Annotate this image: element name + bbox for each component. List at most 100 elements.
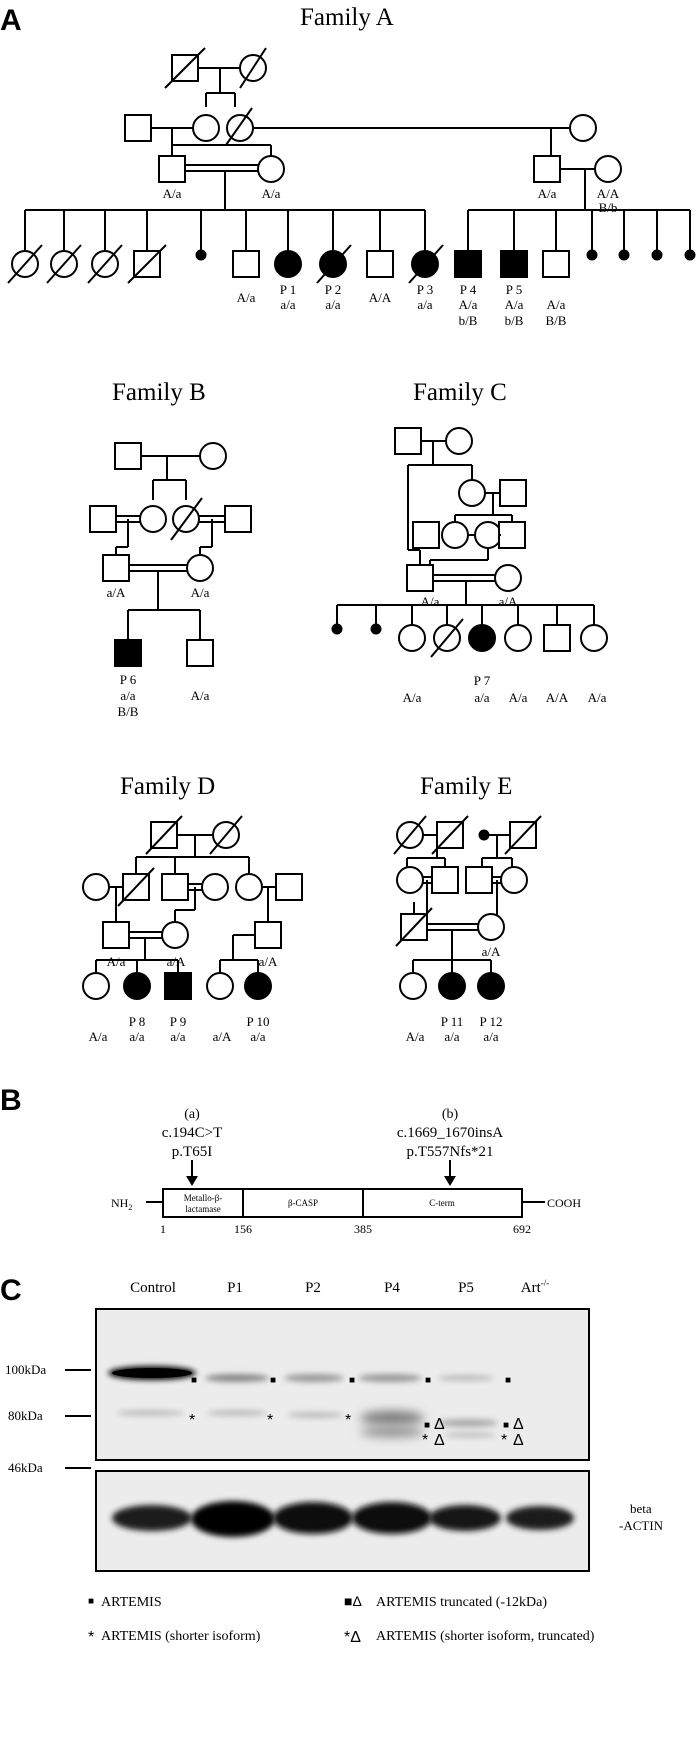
truncated-marker: Δ [434,1416,445,1433]
isoform-marker: * [345,1412,351,1429]
isoform-truncated-marker: Δ [434,1432,445,1449]
artemis-marker: ■ [270,1375,276,1386]
position-label: 156 [234,1222,252,1236]
family-a-gen2 [124,107,597,156]
actin-bands [112,1501,574,1537]
molecular-weight-markers: 100kDa 80kDa 46kDa [5,1362,91,1475]
genotype-label: a/A [482,944,501,959]
actin-label-line1: beta [630,1501,652,1516]
family-a-gen4-left [7,209,444,284]
protein-domain-metallo [162,1188,244,1218]
genotype-label: a/A [213,1029,232,1044]
panel-label-b: B [0,1084,22,1117]
panel-c: C Control P1 P2 P4 P5 Art-/- ■ [0,1274,664,1646]
isoform-truncated-marker: Δ [513,1432,524,1449]
genotype-label: A/A [597,186,620,201]
genotype-label: a/a [250,1029,265,1044]
genotype-label: b/B [505,313,524,328]
legend-text: ARTEMIS (shorter isoform) [101,1629,261,1644]
mutation-a-label: (a) [184,1107,200,1122]
panel-a: A Family A [0,4,696,328]
legend-text: ARTEMIS truncated (-12kDa) [376,1595,547,1610]
panel-label-c: C [0,1274,22,1307]
genotype-label: A/a [107,954,126,969]
patient-id: P 7 [474,673,491,688]
mutation-b-protein: p.T557Nfs*21 [406,1144,493,1160]
genotype-label: A/a [191,585,210,600]
isoform-truncated-marker: * [422,1432,428,1449]
domain-1-line1: Metallo-β- [184,1193,223,1203]
lane-label-art: Art-/- [521,1278,550,1296]
genotype-label: A/a [459,297,478,312]
genotype-label: A/a [547,297,566,312]
genotype-label: A/a [163,186,182,201]
family-c-title: Family C [413,379,507,406]
protein-domain-cterm [362,1188,523,1218]
patient-id: P 8 [129,1014,146,1029]
panel-label-a: A [0,4,22,37]
patient-id: P 1 [280,282,297,297]
artemis-marker: ■ [191,1375,197,1386]
band-markers: ■ ■ ■ ■ ■ * * * ■ Δ * Δ ■ Δ * Δ [189,1375,524,1449]
genotype-label: a/a [483,1029,498,1044]
protein-domain-bcasp [242,1188,364,1218]
legend-text: ARTEMIS (shorter isoform, truncated) [376,1629,595,1644]
family-b-title: Family B [112,379,206,406]
patient-id: P 4 [460,282,477,297]
genotype-label: A/a [262,186,281,201]
genotype-label: a/a [120,688,135,703]
mw-label-100: 100kDa [5,1362,46,1377]
truncated-marker: ■ [424,1420,430,1431]
family-a-gen4-labels: A/a P 1 a/a P 2 a/a A/A P 3 a/a P 4 A/a … [237,282,567,328]
artemis-bands [108,1366,498,1438]
family-d: Family D [82,773,303,1044]
genotype-label: a/a [280,297,295,312]
genotype-label: A/a [588,690,607,705]
panel-b: B (a) c.194C>T p.T65I (b) c.1669_1670ins… [0,1084,581,1236]
artemis-marker: ■ [349,1375,355,1386]
genotype-label: a/a [325,297,340,312]
genotype-label: A/a [406,1029,425,1044]
genotype-label: a/a [129,1029,144,1044]
family-c: Family C [331,379,608,705]
genotype-label: a/A [259,954,278,969]
mutation-b-arrow [444,1160,456,1186]
mutation-b-label: (b) [442,1107,459,1122]
patient-id: P 5 [506,282,523,297]
legend-text: ARTEMIS [101,1595,162,1610]
lane-labels: Control P1 P2 P4 P5 Art-/- [130,1278,549,1296]
genotype-label: A/a [191,688,210,703]
lane-label-p4: P4 [384,1280,400,1296]
legend-symbol: *Δ [344,1629,361,1646]
patient-id: P 6 [120,672,137,687]
family-e: Family E [393,773,542,1044]
genotype-label: A/A [546,690,569,705]
c-terminus: COOH [547,1196,581,1210]
patient-id: P 2 [325,282,342,297]
patient-id: P 10 [247,1014,270,1029]
isoform-marker: * [267,1412,273,1429]
mutation-a-cdna: c.194C>T [162,1125,223,1141]
genotype-label: A/a [403,690,422,705]
genotype-label: a/A [167,954,186,969]
genotype-label: B/b [599,200,618,215]
lane-label-p1: P1 [227,1280,243,1296]
mutation-a-arrow [186,1160,198,1186]
patient-id: P 3 [417,282,434,297]
genotype-label: a/A [107,585,126,600]
truncated-marker: Δ [513,1416,524,1433]
family-d-title: Family D [120,773,215,800]
mw-label-46: 46kDa [8,1460,43,1475]
isoform-truncated-marker: * [501,1432,507,1449]
artemis-marker: ■ [425,1375,431,1386]
genotype-label: A/A [369,290,392,305]
domain-3-label: C-term [429,1198,455,1208]
genotype-label: a/a [474,690,489,705]
genotype-label: b/B [459,313,478,328]
genotype-label: A/a [89,1029,108,1044]
genotype-label: A/a [421,594,440,609]
patient-id: P 9 [170,1014,187,1029]
artemis-blot [95,1308,590,1461]
family-a-gen1 [164,47,267,107]
